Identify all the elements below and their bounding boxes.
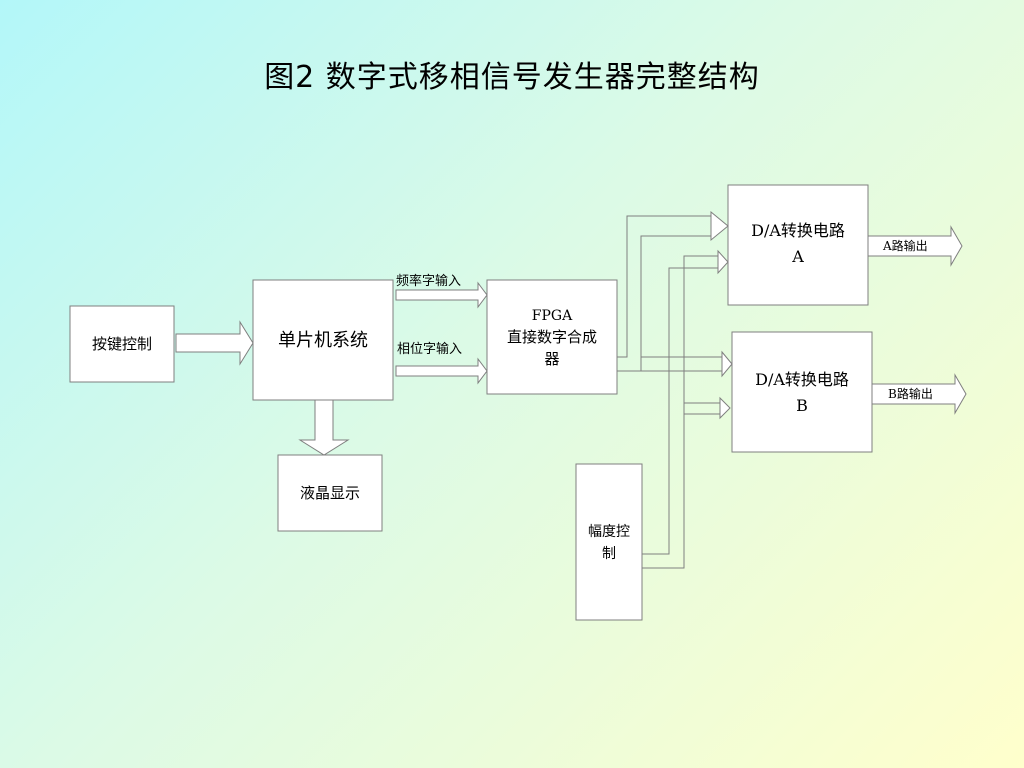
amp-to-dac-a-arrowhead <box>717 249 729 275</box>
dac-b-label-line1: D/A转换电路 <box>755 370 849 389</box>
mcu-label: 单片机系统 <box>278 330 368 351</box>
dac-a-label-line2: A <box>791 247 804 266</box>
fpga-bus-upper-inner <box>617 235 711 372</box>
output-b-label: B路输出 <box>888 386 933 401</box>
amp-control-label-line1: 幅度控 <box>588 524 630 540</box>
fpga-label-line2: 直接数字合成 <box>507 328 597 346</box>
output-b-arrow <box>871 373 967 415</box>
fpga-to-dac-b-arrowhead <box>721 350 733 378</box>
mcu-block <box>252 279 394 401</box>
page-title: 图2 数字式移相信号发生器完整结构 <box>264 60 760 95</box>
phase-word-label: 相位字输入 <box>397 341 462 357</box>
dac-b-label-line2: B <box>796 396 808 415</box>
fpga-label-line1: FPGA <box>532 308 573 324</box>
fpga-label-line3: 器 <box>544 350 559 368</box>
dac-b-block <box>731 331 873 453</box>
dac-a-block <box>727 184 869 306</box>
lcd-block <box>277 454 383 532</box>
amp-control-block <box>575 463 643 621</box>
amp-bus-a-inner <box>642 267 721 555</box>
fpga-bus-upper-outer <box>617 215 711 358</box>
amp-control-label-line2: 制 <box>602 546 616 562</box>
lcd-label: 液晶显示 <box>300 484 360 502</box>
output-a-arrow <box>867 225 963 267</box>
phase-word-arrow <box>395 357 488 385</box>
amp-bus-a-outer <box>642 255 721 569</box>
keypad-block <box>69 305 175 383</box>
output-a-label: A路输出 <box>882 238 928 253</box>
freq-word-arrow <box>395 281 488 309</box>
keypad-to-mcu-arrow <box>175 320 254 366</box>
freq-word-label: 频率字输入 <box>396 273 461 289</box>
amp-to-dac-b-arrowhead <box>719 396 731 420</box>
dac-a-label-line1: D/A转换电路 <box>751 221 845 240</box>
fpga-block <box>486 279 618 395</box>
mcu-to-lcd-arrow <box>298 399 350 456</box>
keypad-label: 按键控制 <box>92 335 152 353</box>
fpga-to-dac-a-arrowhead <box>710 210 729 242</box>
